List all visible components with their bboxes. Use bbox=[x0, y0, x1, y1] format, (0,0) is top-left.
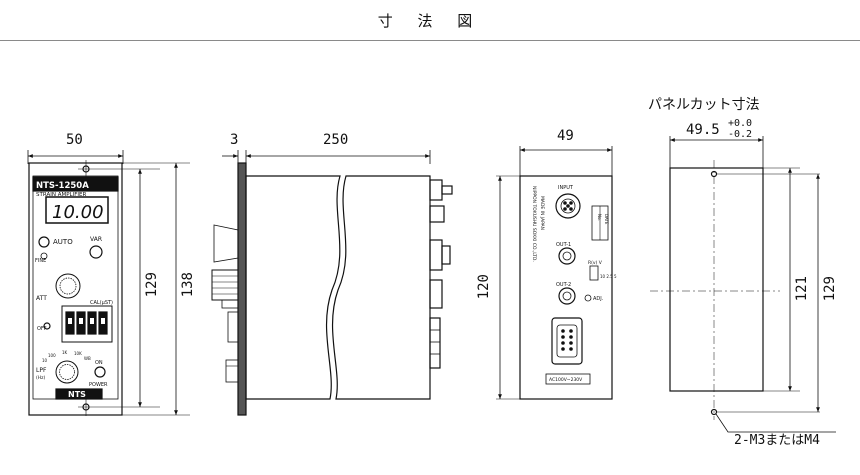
lpf-1k-label: 1K bbox=[62, 350, 68, 355]
side-flange bbox=[237, 162, 247, 416]
brand-plate bbox=[55, 388, 103, 400]
out-1-label: OUT-1 bbox=[556, 242, 571, 248]
subtitle-text: STRAIN AMPLIFIER bbox=[36, 192, 86, 198]
side-body-front bbox=[245, 175, 341, 400]
panel-cut-heading: パネルカット寸法 bbox=[648, 97, 760, 113]
lpf-10k-label: 10K bbox=[74, 351, 82, 356]
side-body-rear bbox=[331, 175, 431, 400]
input-label: INPUT bbox=[558, 185, 574, 191]
date-label: DATE bbox=[604, 214, 609, 225]
side-var-knob bbox=[213, 224, 239, 263]
cal-label: CAL(μST) bbox=[90, 300, 113, 306]
lpf-10-label: 10 bbox=[42, 358, 48, 363]
front-view bbox=[27, 150, 190, 416]
depth-label: 250 bbox=[323, 132, 349, 148]
auto-label: AUTO bbox=[53, 238, 73, 246]
off-switch bbox=[43, 322, 51, 330]
cut-width-label: 49.5 bbox=[686, 122, 720, 138]
front-width-label: 50 bbox=[66, 132, 83, 148]
input-connector bbox=[555, 193, 581, 219]
rear-height-label: 120 bbox=[476, 274, 492, 300]
on-label: ON bbox=[95, 360, 103, 366]
side-view bbox=[211, 150, 453, 416]
ac-rating-box bbox=[545, 373, 591, 385]
var-label: VAR bbox=[90, 236, 102, 243]
lpf-knob bbox=[55, 360, 79, 384]
maker-text: NIPPON TOKUSHU SOKKI CO.,LTD. bbox=[531, 186, 537, 262]
rear-connector-2 bbox=[429, 239, 443, 271]
led-display bbox=[45, 196, 109, 224]
front-height-129-label: 129 bbox=[144, 272, 160, 298]
adj-label: ADJ. bbox=[593, 296, 604, 302]
lpf-label: LPF bbox=[36, 367, 47, 374]
out-2-label: OUT-2 bbox=[556, 282, 571, 288]
display-text: 10.00 bbox=[52, 202, 104, 223]
made-in-text: MADE IN JAPAN bbox=[539, 196, 545, 230]
power-switch bbox=[94, 366, 106, 378]
auto-knob bbox=[38, 236, 50, 248]
panel-cut-view bbox=[650, 136, 836, 433]
no-label: No. bbox=[597, 214, 602, 221]
cut-outline bbox=[669, 167, 764, 392]
brand-text: NTS bbox=[68, 390, 86, 399]
range-switch bbox=[589, 265, 599, 281]
fine-label: FINE bbox=[35, 258, 46, 264]
out-2-connector bbox=[558, 287, 576, 305]
cut-height-129-label: 129 bbox=[822, 276, 838, 302]
side-att-knob bbox=[211, 269, 239, 301]
cut-tolerance-plus: +0.0 bbox=[728, 118, 753, 129]
page-title: 寸 法 図 bbox=[377, 12, 483, 30]
power-label: POWER bbox=[89, 382, 108, 388]
off-label: OFF bbox=[37, 326, 47, 332]
out-1-connector bbox=[558, 247, 576, 265]
adj-trimmer bbox=[584, 294, 592, 302]
model-text: NTS-1250A bbox=[36, 181, 89, 191]
rear-panel-outline bbox=[519, 175, 613, 400]
ac-rating-text: AC100V~230V bbox=[549, 377, 583, 383]
var-knob bbox=[89, 245, 103, 259]
rear-connector-3 bbox=[429, 279, 443, 309]
title-rule bbox=[0, 40, 860, 41]
cut-tolerance-minus: -0.2 bbox=[728, 129, 753, 140]
rear-view bbox=[496, 146, 613, 400]
rear-width-label: 49 bbox=[557, 128, 574, 144]
lpf-100-label: 100 bbox=[48, 353, 56, 358]
range-label: R(v) V bbox=[588, 260, 603, 266]
cut-height-121-label: 121 bbox=[794, 276, 810, 302]
screw-spec-label: 2-M3またはM4 bbox=[734, 433, 820, 448]
range-values: 10 2.5 5 bbox=[600, 274, 617, 279]
lpf-wb-label: WB bbox=[84, 356, 91, 361]
front-height-138-label: 138 bbox=[180, 272, 196, 298]
rear-connector-1 bbox=[429, 179, 443, 201]
model-band bbox=[32, 176, 119, 192]
lpf-unit-label: (Hz) bbox=[36, 375, 46, 381]
fine-knob bbox=[40, 252, 48, 260]
front-panel-outline bbox=[28, 162, 123, 416]
screw-leader-line bbox=[715, 413, 836, 433]
cal-switch-bank bbox=[61, 305, 113, 343]
dsub-connector bbox=[551, 317, 583, 365]
att-knob bbox=[55, 273, 81, 299]
att-label: ATT bbox=[36, 295, 47, 302]
rear-connector-4 bbox=[429, 317, 441, 369]
flange-label: 3 bbox=[230, 132, 239, 148]
